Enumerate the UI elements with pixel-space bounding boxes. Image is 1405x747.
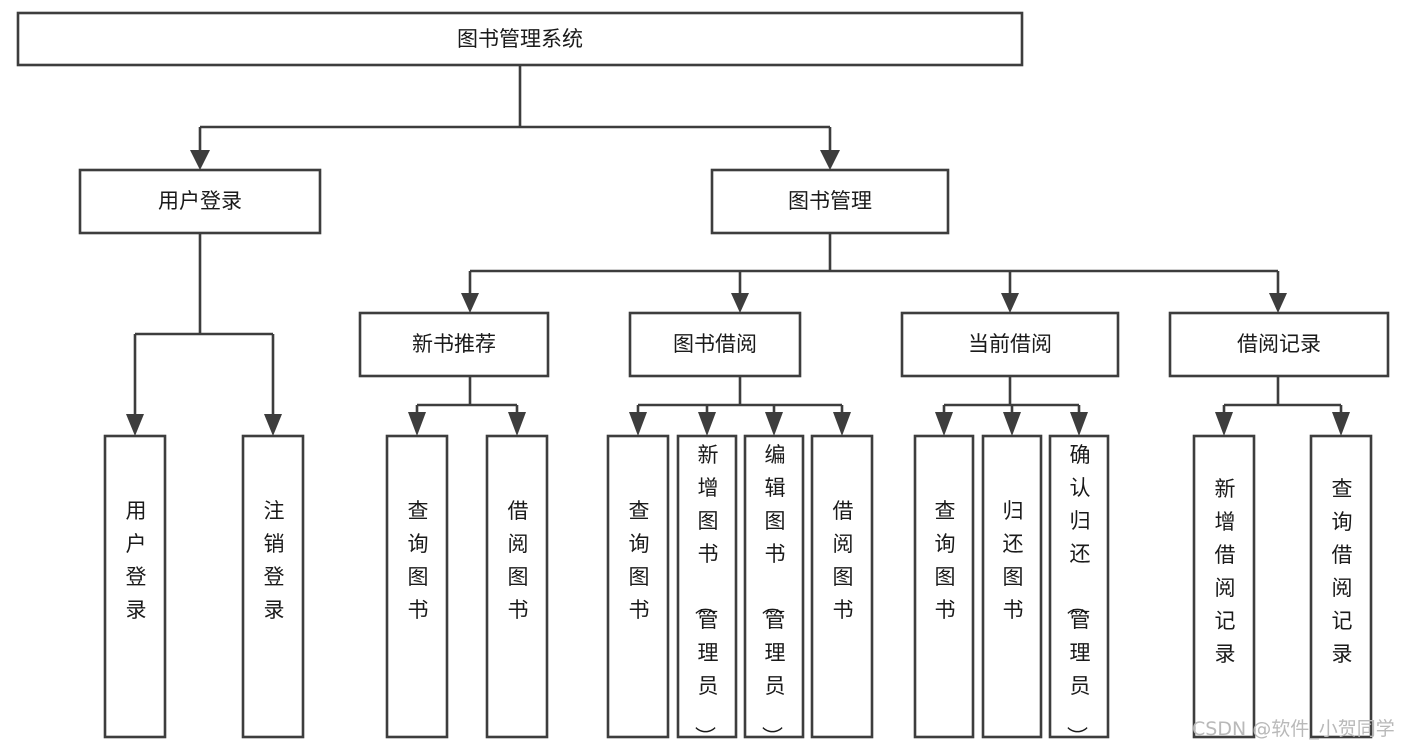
arrowhead-newbooks-leaf-1 [408, 412, 426, 436]
leaf-records-add-record[interactable]: 新增借阅记录 [1192, 434, 1256, 739]
leaf-current-query-book[interactable]: 查询图书 [913, 434, 975, 739]
leaf-newbooks-query-book[interactable]: 查询图书 [385, 434, 449, 739]
arrowhead-current-leaf-3 [1070, 412, 1088, 436]
leaf-newbooks-borrow-book-label: 借阅图书 [508, 499, 529, 622]
leaf-borrow-borrow-book[interactable]: 借阅图书 [810, 434, 874, 739]
leaf-borrow-add-book[interactable]: 新增图书（管理员） [676, 434, 738, 747]
arrowhead-current-leaf-2 [1003, 412, 1021, 436]
leaf-records-query-record-box [1309, 434, 1373, 739]
node-current-borrow[interactable]: 当前借阅 [900, 311, 1120, 378]
arrowhead-user-login [190, 150, 210, 170]
node-book-management-box [710, 168, 950, 235]
arrowhead-new-books [461, 293, 479, 313]
node-book-management-label: 图书管理 [788, 189, 872, 213]
leaf-newbooks-borrow-book-box [485, 434, 549, 739]
arrowhead-borrow-leaf-3 [765, 412, 783, 436]
leaf-current-query-book-label: 查询图书 [935, 499, 956, 622]
csdn-watermark: CSDN @软件_小贺同学 [1192, 718, 1395, 740]
node-new-book-recommend-label: 新书推荐 [412, 332, 496, 356]
node-book-borrow[interactable]: 图书借阅 [628, 311, 802, 378]
arrowhead-leaf-logout [264, 414, 282, 436]
leaf-user-login-box [103, 434, 167, 739]
node-borrow-records-box [1168, 311, 1390, 378]
arrowhead-borrow-leaf-1 [629, 412, 647, 436]
leaf-borrow-query-book[interactable]: 查询图书 [606, 434, 670, 739]
node-root-box [16, 11, 1024, 67]
connector-layer [126, 65, 1350, 436]
node-new-book-recommend-box [358, 311, 550, 378]
leaf-borrow-query-book-label: 查询图书 [629, 499, 650, 622]
arrowhead-current-leaf-1 [935, 412, 953, 436]
node-user-login-box [78, 168, 322, 235]
leaf-borrow-borrow-book-box [810, 434, 874, 739]
leaf-records-add-record-box [1192, 434, 1256, 739]
leaf-logout[interactable]: 注销登录 [241, 434, 305, 739]
leaf-borrow-edit-book[interactable]: 编辑图书（管理员） [743, 434, 805, 747]
leaf-user-login[interactable]: 用户登录 [103, 434, 167, 739]
arrowhead-records-leaf-1 [1215, 412, 1233, 436]
leaf-borrow-add-book-label: 新增图书（管理员） [693, 443, 719, 747]
leaf-borrow-add-book-box [676, 434, 738, 739]
leaf-current-return-book[interactable]: 归还图书 [981, 434, 1043, 739]
node-book-borrow-label: 图书借阅 [673, 332, 757, 356]
leaf-logout-label: 注销登录 [264, 499, 285, 622]
arrowhead-newbooks-leaf-2 [508, 412, 526, 436]
leaf-logout-box [241, 434, 305, 739]
leaf-borrow-edit-book-label: 编辑图书（管理员） [760, 443, 786, 747]
leaf-newbooks-borrow-book[interactable]: 借阅图书 [485, 434, 549, 739]
arrowhead-borrow-leaf-4 [833, 412, 851, 436]
leaf-borrow-query-book-box [606, 434, 670, 739]
leaf-current-confirm-return-label: 确认归还（管理员） [1065, 443, 1091, 747]
node-borrow-records[interactable]: 借阅记录 [1168, 311, 1390, 378]
arrowhead-book-borrow [731, 293, 749, 313]
leaf-newbooks-query-book-label: 查询图书 [408, 499, 429, 622]
arrowhead-records-leaf-2 [1332, 412, 1350, 436]
leaf-current-confirm-return[interactable]: 确认归还（管理员） [1048, 434, 1110, 747]
node-current-borrow-box [900, 311, 1120, 378]
leaf-user-login-label: 用户登录 [126, 499, 147, 622]
node-current-borrow-label: 当前借阅 [968, 332, 1052, 356]
leaf-newbooks-query-book-box [385, 434, 449, 739]
node-book-borrow-box [628, 311, 802, 378]
leaf-borrow-borrow-book-label: 借阅图书 [833, 499, 854, 622]
arrowhead-current-borrow [1001, 293, 1019, 313]
node-book-management[interactable]: 图书管理 [710, 168, 950, 235]
node-root-label: 图书管理系统 [457, 27, 583, 51]
arrowhead-leaf-user-login [126, 414, 144, 436]
arrowhead-borrow-records [1269, 293, 1287, 313]
node-new-book-recommend[interactable]: 新书推荐 [358, 311, 550, 378]
leaf-records-add-record-label: 新增借阅记录 [1215, 477, 1236, 666]
leaf-records-query-record[interactable]: 查询借阅记录 [1309, 434, 1373, 739]
node-user-login[interactable]: 用户登录 [78, 168, 322, 235]
node-root-system[interactable]: 图书管理系统 [16, 11, 1024, 67]
arrowhead-book-mgmt [820, 150, 840, 170]
leaf-current-return-book-label: 归还图书 [1003, 499, 1024, 622]
leaf-current-return-book-box [981, 434, 1043, 739]
leaf-records-query-record-label: 查询借阅记录 [1332, 477, 1353, 666]
node-borrow-records-label: 借阅记录 [1237, 332, 1321, 356]
node-user-login-label: 用户登录 [158, 189, 242, 213]
leaf-current-confirm-return-box [1048, 434, 1110, 739]
arrowhead-borrow-leaf-2 [698, 412, 716, 436]
leaf-borrow-edit-book-box [743, 434, 805, 739]
leaf-current-query-book-box [913, 434, 975, 739]
